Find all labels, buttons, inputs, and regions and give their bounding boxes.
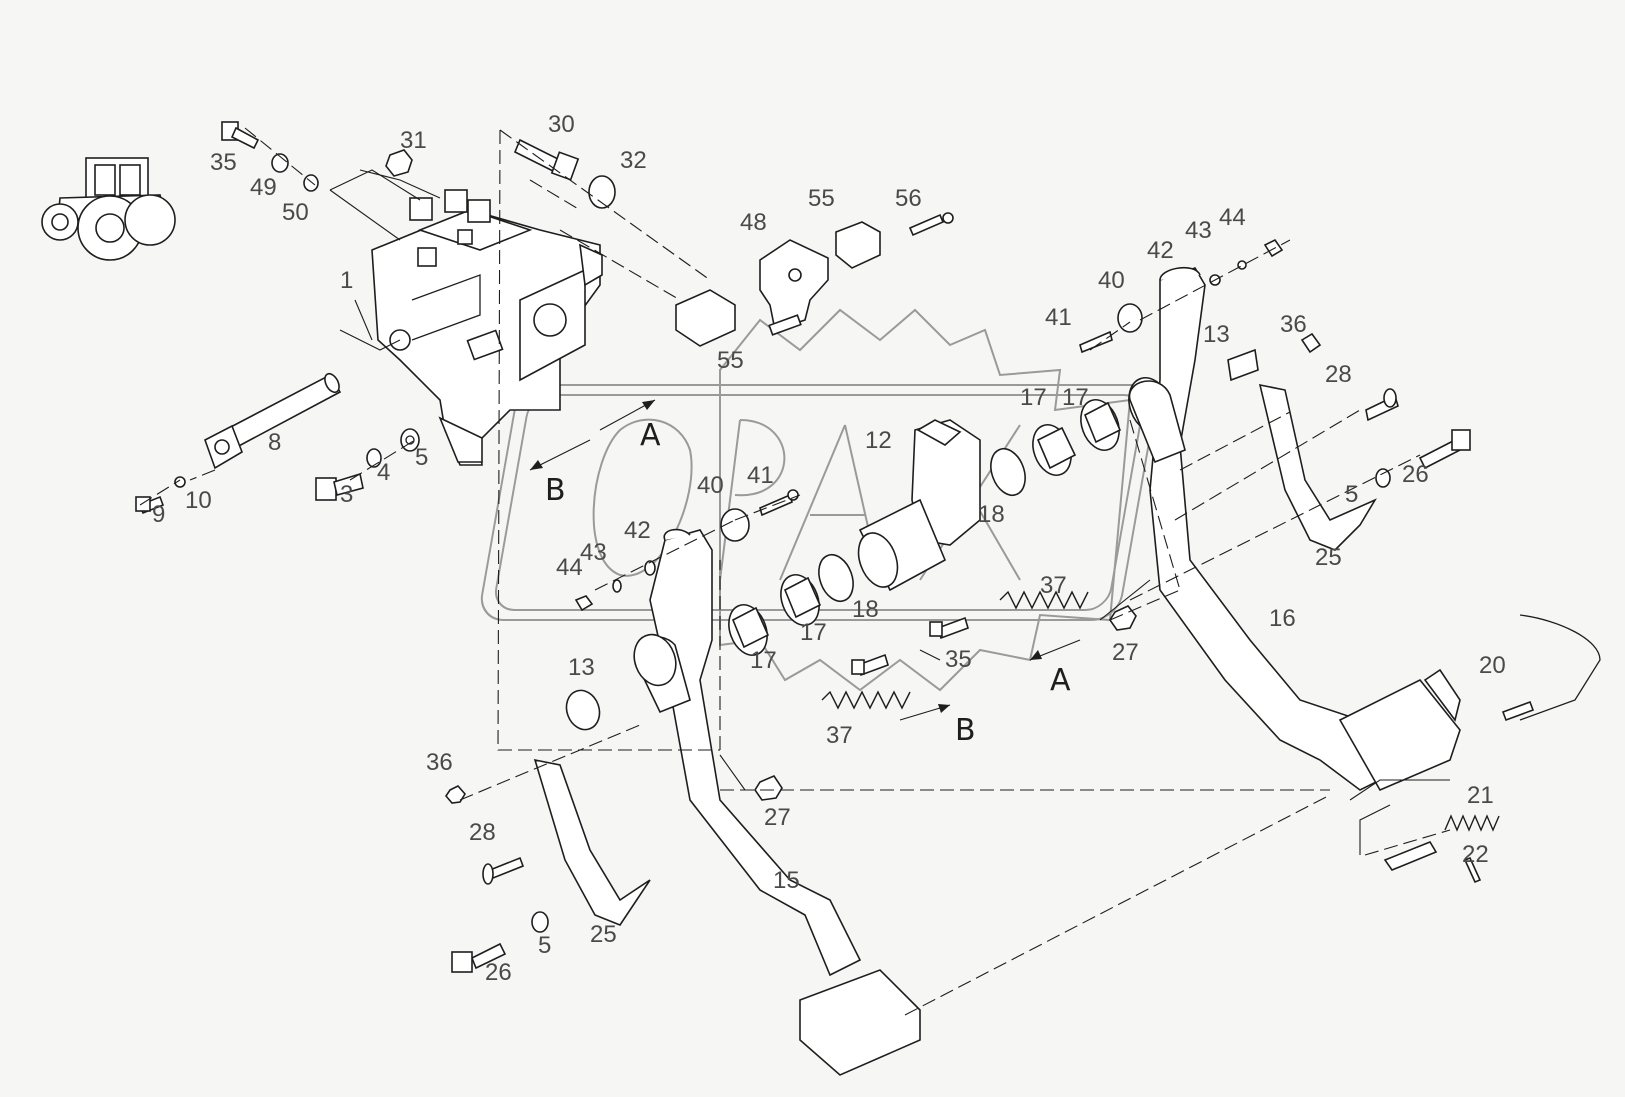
return-springs	[821, 590, 1089, 710]
callout-label: 17	[1062, 384, 1089, 411]
callout-label: 50	[282, 199, 309, 226]
callout-label: 13	[1203, 321, 1230, 348]
callout-label: 26	[485, 959, 512, 986]
callout-label: 15	[773, 867, 800, 894]
callout-label: 8	[268, 429, 281, 456]
callout-label: 41	[747, 462, 774, 489]
direction-arrows	[529, 399, 1081, 721]
leader-lines	[329, 169, 1450, 855]
callout-label: 55	[717, 347, 744, 374]
callout-label: 48	[740, 209, 767, 236]
callout-label: 36	[426, 749, 453, 776]
phantom-lines	[139, 127, 1451, 1016]
callout-label: 42	[1147, 237, 1174, 264]
callout-label: 30	[548, 111, 575, 138]
arrow-letter-labels: A B A B	[545, 418, 1071, 748]
center-hub	[574, 377, 1172, 656]
pivot-shaft	[204, 372, 342, 470]
callout-label: 9	[152, 501, 165, 528]
callout-label: 44	[556, 554, 583, 581]
callout-label: 5	[538, 932, 551, 959]
pedal-15	[633, 528, 921, 1076]
callout-label: 27	[1112, 639, 1139, 666]
callout-label: 18	[978, 501, 1005, 528]
callout-label: 3	[340, 481, 353, 508]
callout-label: 17	[750, 647, 777, 674]
callout-label: 44	[1219, 204, 1246, 231]
callout-label: 43	[580, 539, 607, 566]
callout-label: 25	[1315, 544, 1342, 571]
callout-label: 55	[808, 185, 835, 212]
callout-label: 5	[415, 444, 428, 471]
callout-label: 10	[185, 487, 212, 514]
callout-label: 49	[250, 174, 277, 201]
callout-label: 28	[1325, 361, 1352, 388]
arrow-label: A	[640, 418, 661, 453]
callout-label: 20	[1479, 652, 1506, 679]
callout-label: 41	[1045, 304, 1072, 331]
callout-label: 31	[400, 127, 427, 154]
callout-label: 56	[895, 185, 922, 212]
mounting-bracket	[371, 189, 603, 466]
callout-label: 26	[1402, 461, 1429, 488]
callout-label: 18	[852, 596, 879, 623]
pedal-16	[1128, 266, 1461, 792]
adjuster-plates	[533, 383, 1377, 926]
callout-label: 4	[377, 459, 390, 486]
callout-label: 16	[1269, 605, 1296, 632]
callout-label: 17	[1020, 384, 1047, 411]
callout-label: 40	[1098, 267, 1125, 294]
callout-label: 21	[1467, 782, 1494, 809]
arrow-label: B	[955, 713, 976, 748]
callout-label: 35	[945, 646, 972, 673]
callout-label: 12	[865, 427, 892, 454]
callout-label: 36	[1280, 311, 1307, 338]
callout-label: 32	[620, 147, 647, 174]
callout-label: 37	[1040, 572, 1067, 599]
callout-label: 42	[624, 517, 651, 544]
callout-label: 40	[697, 472, 724, 499]
fasteners-lower-left	[444, 689, 783, 973]
callout-label: 13	[568, 654, 595, 681]
callout-label: 37	[826, 722, 853, 749]
callout-label: 35	[210, 149, 237, 176]
callout-label: 22	[1462, 841, 1489, 868]
linkage-rod	[1501, 614, 1601, 722]
spring-pin	[1383, 814, 1500, 884]
tractor-icon	[41, 157, 176, 261]
arrow-label: B	[545, 473, 566, 508]
callout-label: 25	[590, 921, 617, 948]
switch-assembly	[675, 212, 954, 347]
fasteners-left	[135, 121, 616, 515]
callout-label: 28	[469, 819, 496, 846]
callout-label: 5	[1345, 481, 1358, 508]
callout-label: 27	[764, 804, 791, 831]
arrow-label: A	[1050, 663, 1071, 698]
callout-label: 43	[1185, 217, 1212, 244]
callout-label: 1	[340, 267, 353, 294]
callout-label: 17	[800, 619, 827, 646]
